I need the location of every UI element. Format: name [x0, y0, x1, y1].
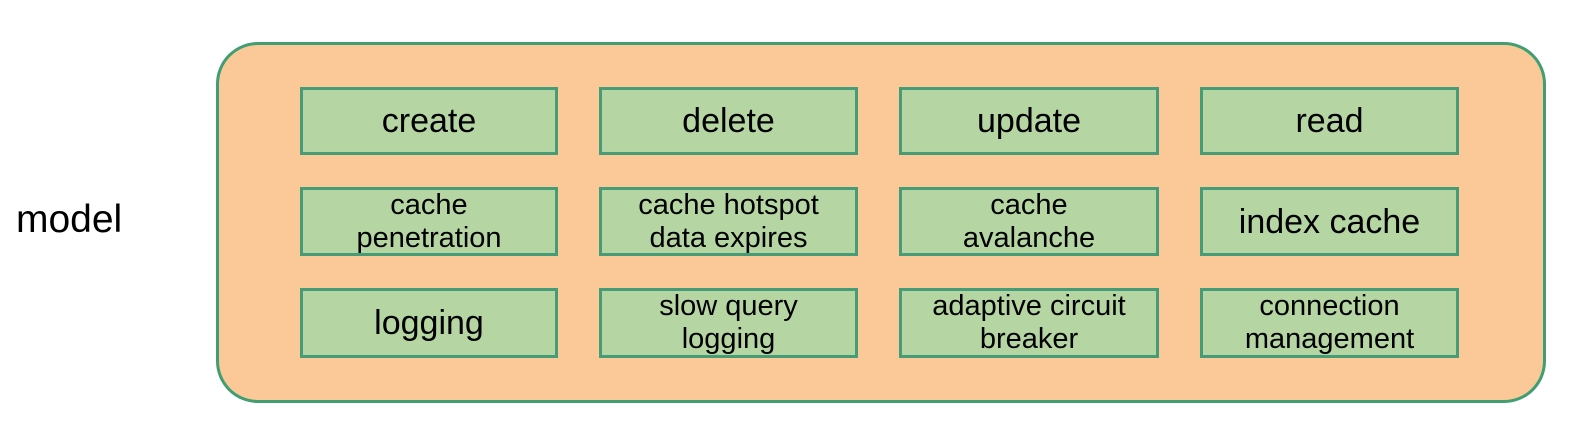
- grid-cell-update[interactable]: update: [899, 87, 1159, 155]
- grid-cell-label: connection management: [1244, 290, 1415, 355]
- grid-cell-label: update: [977, 102, 1081, 140]
- grid-cell-label: cache penetration: [356, 188, 502, 254]
- model-label: model: [16, 198, 123, 241]
- model-group-container: create delete update read cache penetrat…: [216, 42, 1546, 403]
- grid-cell-read[interactable]: read: [1200, 87, 1459, 155]
- grid-cell-label: read: [1295, 102, 1364, 140]
- grid-cell-label: create: [381, 102, 477, 140]
- capability-grid: create delete update read cache penetrat…: [300, 87, 1460, 361]
- grid-cell-cache-avalanche[interactable]: cache avalanche: [899, 187, 1159, 256]
- grid-cell-label: delete: [682, 102, 775, 140]
- grid-cell-connection-management[interactable]: connection management: [1200, 288, 1459, 358]
- grid-cell-create[interactable]: create: [300, 87, 558, 155]
- grid-cell-cache-hotspot-data-expires[interactable]: cache hotspot data expires: [599, 187, 858, 256]
- grid-cell-label: adaptive circuit breaker: [932, 290, 1126, 355]
- grid-cell-slow-query-logging[interactable]: slow query logging: [599, 288, 858, 358]
- grid-cell-delete[interactable]: delete: [599, 87, 858, 155]
- grid-cell-label: index cache: [1238, 202, 1421, 241]
- grid-cell-label: cache avalanche: [962, 188, 1096, 254]
- grid-cell-index-cache[interactable]: index cache: [1200, 187, 1459, 256]
- grid-cell-label: cache hotspot data expires: [638, 188, 819, 254]
- grid-cell-cache-penetration[interactable]: cache penetration: [300, 187, 558, 256]
- grid-cell-adaptive-circuit-breaker[interactable]: adaptive circuit breaker: [899, 288, 1159, 358]
- grid-cell-label: slow query logging: [659, 290, 798, 355]
- grid-cell-label: logging: [374, 304, 484, 342]
- grid-cell-logging[interactable]: logging: [300, 288, 558, 358]
